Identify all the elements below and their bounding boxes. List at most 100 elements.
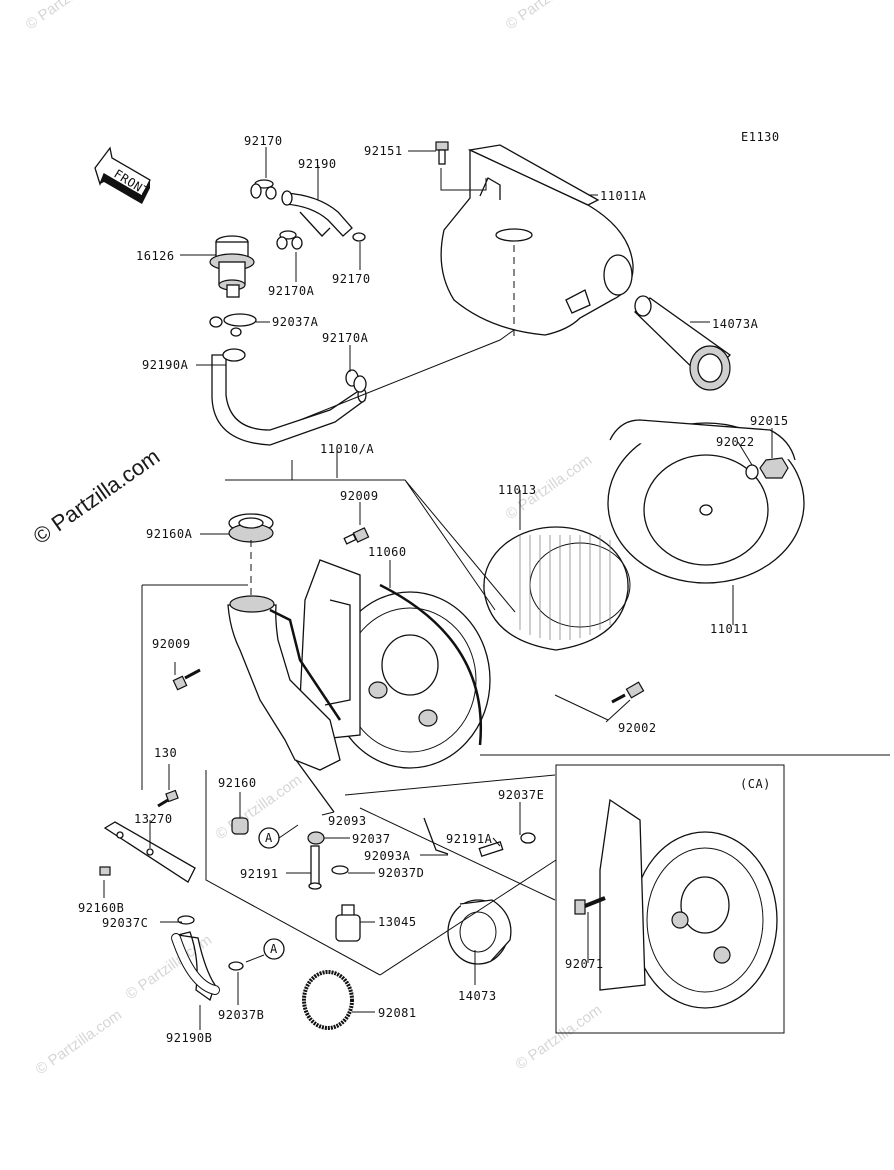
label-92170-top: 92170: [244, 134, 283, 148]
filter-element-11013: [483, 526, 631, 651]
label-92190A: 92190A: [142, 358, 189, 372]
clamp-92170A-2: [345, 369, 367, 393]
label-11013: 11013: [498, 483, 537, 497]
label-92190: 92190: [298, 157, 337, 171]
label-92071: 92071: [565, 957, 604, 971]
watermark-bottom-left: © Partzilla.com: [33, 1006, 126, 1078]
label-92037: 92037: [352, 832, 391, 846]
bolt-92002: [611, 681, 645, 704]
label-13270: 13270: [134, 812, 173, 826]
pipe-92093: [295, 759, 335, 813]
clamp-92170: [352, 232, 366, 242]
leader-92151-dash: [440, 168, 487, 191]
watermark-main: © Partzilla.com: [29, 444, 165, 550]
label-92037B: 92037B: [218, 1008, 264, 1022]
nut-92015: [759, 457, 789, 479]
outline-lower-left: [205, 770, 381, 976]
label-92170: 92170: [332, 272, 371, 286]
bolt-92009: [172, 668, 201, 691]
leader-lines: [103, 147, 773, 1030]
bolt-130: [157, 789, 179, 808]
housing-11011A: [440, 144, 634, 336]
label-11011: 11011: [710, 622, 749, 636]
clamp-92037C: [177, 915, 195, 925]
label-92002: 92002: [618, 721, 657, 735]
wire-92093A: [423, 817, 449, 855]
svg-text:A: A: [270, 942, 278, 956]
label-92015: 92015: [750, 414, 789, 428]
valve-16126: [209, 235, 255, 298]
ref-marker-a-2: A: [263, 938, 285, 960]
clamp-92037D: [331, 865, 349, 875]
label-92037D: 92037D: [378, 866, 424, 880]
washer-92022: [745, 464, 759, 480]
grommet-92160B: [99, 866, 111, 876]
label-92009-top: 92009: [340, 489, 379, 503]
clamp-92037A: [209, 313, 257, 337]
variant-box-label: (CA): [740, 777, 771, 791]
label-92151: 92151: [364, 144, 403, 158]
part-labels: 92170 92190 92151 11011A 16126 92170A 92…: [78, 134, 789, 1045]
label-92160: 92160: [218, 776, 257, 790]
outline-top: [225, 460, 516, 613]
bracket-13270: [103, 821, 196, 883]
label-130: 130: [154, 746, 177, 760]
bolt-92151: [435, 141, 449, 165]
label-92009: 92009: [152, 637, 191, 651]
watermark-bottom-right: © Partzilla.com: [513, 1001, 606, 1073]
grommet-92160: [231, 817, 249, 835]
leader-ref-a: [245, 824, 299, 963]
label-92170A: 92170A: [268, 284, 315, 298]
label-92190B: 92190B: [166, 1031, 212, 1045]
bottle-13045: [335, 904, 361, 942]
label-92081: 92081: [378, 1006, 417, 1020]
ref-marker-a-1: A: [258, 827, 280, 849]
label-11010A: 11010/A: [320, 442, 374, 456]
label-92037E: 92037E: [498, 788, 544, 802]
label-92160B: 92160B: [78, 901, 124, 915]
label-13045: 13045: [378, 915, 417, 929]
intake-duct: [227, 595, 342, 771]
diagram-code: E1130: [741, 130, 780, 144]
label-16126: 16126: [136, 249, 175, 263]
label-92160A: 92160A: [146, 527, 193, 541]
label-92093A: 92093A: [364, 849, 411, 863]
fitting-92191A: [478, 832, 536, 858]
clamp-92170A: [276, 230, 303, 250]
label-11011A: 11011A: [600, 189, 647, 203]
backplate-11060: [299, 559, 491, 769]
label-92191A: 92191A: [446, 832, 493, 846]
label-92093: 92093: [328, 814, 367, 828]
fitting-92037: [307, 831, 325, 845]
label-92037A: 92037A: [272, 315, 319, 329]
fitting-92191: [308, 845, 322, 890]
label-92191: 92191: [240, 867, 279, 881]
ring-92081: [302, 970, 354, 1030]
hose-92190A: [211, 348, 367, 446]
watermark-top-left: © Partzilla.com: [23, 0, 116, 33]
label-92037C: 92037C: [102, 916, 148, 930]
svg-text:A: A: [265, 831, 273, 845]
clamp-92037B: [228, 961, 244, 971]
gasket-11060: [379, 583, 483, 746]
label-92170A-2: 92170A: [322, 331, 369, 345]
grommet-92160A: [228, 513, 274, 543]
label-11060: 11060: [368, 545, 407, 559]
hose-92190B: [171, 931, 220, 1002]
outline-left: [141, 584, 248, 790]
fitting-92071: [574, 896, 606, 915]
label-14073: 14073: [458, 989, 497, 1003]
label-92022: 92022: [716, 435, 755, 449]
front-arrow-icon: FRONT: [94, 146, 152, 204]
watermark-top-right: © Partzilla.com: [503, 0, 596, 33]
duct-14073A: [634, 295, 732, 391]
label-14073A: 14073A: [712, 317, 759, 331]
leader-92002-link: [554, 694, 609, 721]
backplate-ca: [599, 798, 778, 1009]
clamp-92170-top: [250, 179, 277, 200]
hose-92190: [281, 190, 353, 237]
outline-lower-assembly: [344, 774, 557, 976]
duct-14073: [447, 899, 512, 965]
